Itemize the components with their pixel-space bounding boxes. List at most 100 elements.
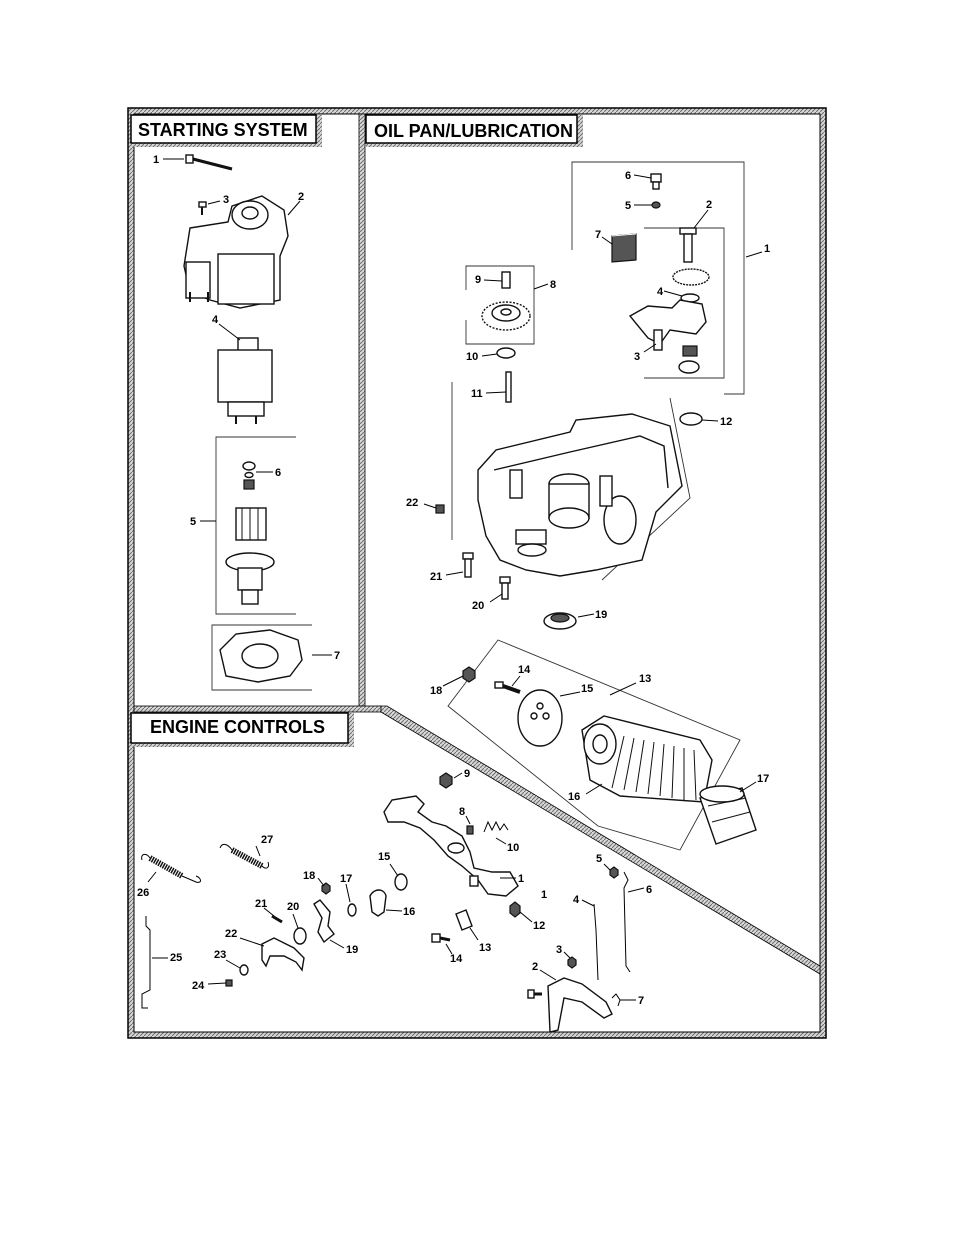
- op-callout-20: 20: [472, 600, 484, 612]
- ec-part-lever-16: [370, 890, 386, 916]
- op-callout-18: 18: [430, 685, 442, 697]
- op-part-bolt-21: [463, 553, 473, 577]
- ec-part-nut-12: [510, 902, 520, 917]
- ss-callout-6: 6: [275, 467, 281, 479]
- op-part-seal-19: [544, 613, 576, 629]
- ec-part-washer-20: [294, 928, 306, 944]
- op-part-stud-14: [495, 682, 520, 692]
- op-part-o-ring: [680, 413, 702, 425]
- ss-callout-3: 3: [223, 194, 229, 206]
- ec-part-link-6: [624, 872, 630, 972]
- section-title-engine-controls: ENGINE CONTROLS: [150, 717, 325, 737]
- ec-part-washer-23: [240, 965, 248, 975]
- op-part-oil-cooler: [582, 716, 712, 802]
- op-callout-2: 2: [706, 199, 712, 211]
- op-part-washer-10: [497, 348, 515, 358]
- ss-callout-7: 7: [334, 650, 340, 662]
- op-part-rotor: [683, 346, 697, 356]
- op-part-nut-18: [463, 667, 475, 682]
- ec-part-nut-9: [440, 773, 452, 788]
- section-title-starting-system: STARTING SYSTEM: [138, 120, 308, 140]
- ss-part-drive-assembly: [226, 508, 274, 604]
- ec-callout-2: 2: [532, 961, 538, 973]
- starting-system-parts: [184, 155, 312, 690]
- ec-part-lever-2: [548, 978, 612, 1032]
- op-callout-9: 9: [475, 274, 481, 286]
- ec-part-rod-4: [594, 904, 598, 980]
- ss-part-screw: [199, 202, 206, 215]
- ec-part-washer-17: [348, 904, 356, 916]
- ec-callout-1a: 1: [518, 873, 524, 885]
- op-callout-5: 5: [625, 200, 631, 212]
- ec-callout-12: 12: [533, 920, 545, 932]
- ec-part-screw-24: [226, 980, 232, 986]
- ec-callout-8: 8: [459, 806, 465, 818]
- divider-vertical: [359, 114, 365, 706]
- ss-callout-5: 5: [190, 516, 196, 528]
- op-callout-10: 10: [466, 351, 478, 363]
- ec-part-link-25: [142, 916, 150, 1008]
- ss-part-starter-motor: [184, 196, 288, 308]
- op-part-shaft-11: [506, 372, 511, 402]
- ec-callout-16: 16: [403, 906, 415, 918]
- op-part-bolt-20: [500, 577, 510, 599]
- ec-callout-15: 15: [378, 851, 390, 863]
- op-callout-1: 1: [764, 243, 770, 255]
- op-callout-19: 19: [595, 609, 607, 621]
- ec-part-washer-15: [395, 874, 407, 890]
- op-callout-4: 4: [657, 286, 664, 298]
- op-part-oil-filter: [700, 786, 756, 844]
- op-part-screw-6: [651, 174, 661, 189]
- op-part-gasket-15: [518, 690, 562, 746]
- op-group-box-pump: [572, 162, 744, 394]
- op-part-washer-5: [652, 202, 660, 208]
- op-callout-8: 8: [550, 279, 556, 291]
- ec-part-screw-14: [432, 934, 450, 942]
- title-box-engine-controls: ENGINE CONTROLS: [131, 713, 354, 747]
- op-callout-7: 7: [595, 229, 601, 241]
- ss-part-nut: [243, 462, 255, 489]
- ec-part-screw-8: [467, 826, 473, 834]
- op-callout-15: 15: [581, 683, 593, 695]
- op-callout-6: 6: [625, 170, 631, 182]
- op-part-bolt-2: [680, 228, 696, 262]
- ec-callout-4: 4: [573, 894, 580, 906]
- ec-callout-7: 7: [638, 995, 644, 1007]
- op-callout-12: 12: [720, 416, 732, 428]
- ec-callout-21: 21: [255, 898, 267, 910]
- ec-part-screw-3: [568, 957, 576, 968]
- op-callout-3: 3: [634, 351, 640, 363]
- ec-callout-27: 27: [261, 834, 273, 846]
- op-callout-13: 13: [639, 673, 651, 685]
- ec-part-nut-5: [610, 867, 618, 878]
- op-part-pump-body: [630, 300, 706, 350]
- op-callout-17: 17: [757, 773, 769, 785]
- ec-callout-19: 19: [346, 944, 358, 956]
- divider-horizontal: [134, 706, 381, 712]
- ec-callout-3: 3: [556, 944, 562, 956]
- ss-part-brush-holder: [220, 630, 302, 682]
- op-part-gear-top: [673, 269, 709, 285]
- ec-callout-22: 22: [225, 928, 237, 940]
- ec-callout-23: 23: [214, 949, 226, 961]
- op-part-pin-9: [502, 272, 510, 288]
- ec-part-spring-10: [484, 822, 508, 832]
- op-part-oil-pan: [478, 414, 682, 576]
- op-callout-22: 22: [406, 497, 418, 509]
- ec-callout-26: 26: [137, 887, 149, 899]
- ec-part-clamp: [456, 910, 472, 930]
- ss-part-bolt: [186, 155, 232, 169]
- ss-callout-2: 2: [298, 191, 304, 203]
- ec-callout-13: 13: [479, 942, 491, 954]
- oil-pan-parts: [436, 162, 756, 850]
- ss-callout-4: 4: [212, 314, 219, 326]
- ec-callout-24: 24: [192, 980, 205, 992]
- section-title-oil-pan: OIL PAN/LUBRICATION: [374, 121, 573, 141]
- op-part-governor-gear: [482, 302, 530, 330]
- title-box-starting-system: STARTING SYSTEM: [131, 115, 322, 147]
- ec-part-lever-19: [314, 900, 334, 942]
- ec-callout-20: 20: [287, 901, 299, 913]
- ec-part-clip-7: [612, 994, 620, 1006]
- op-callout-21: 21: [430, 571, 442, 583]
